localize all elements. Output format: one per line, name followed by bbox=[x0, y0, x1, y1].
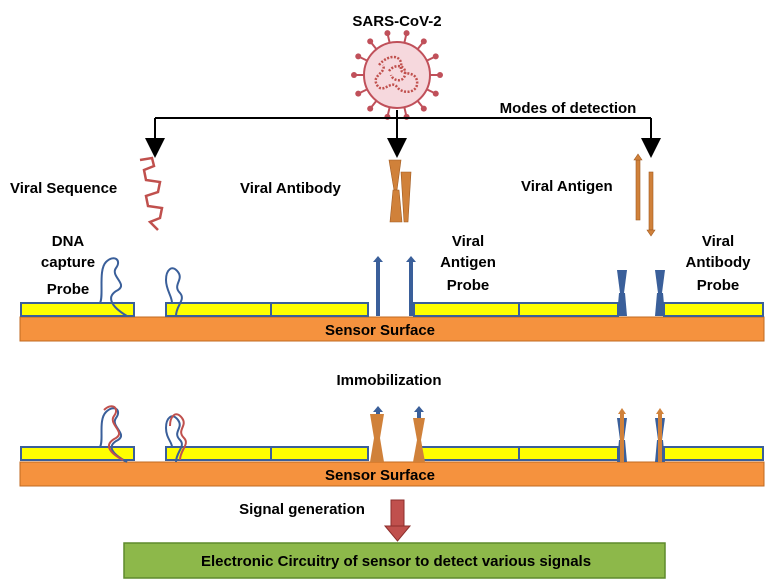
virus-spike-tip bbox=[367, 105, 374, 112]
svg-text:Probe: Probe bbox=[447, 277, 490, 294]
virus-spike-tip bbox=[437, 72, 443, 78]
virus-spike-tip bbox=[367, 38, 374, 45]
virus-icon bbox=[351, 30, 443, 120]
virus-title: SARS-CoV-2 bbox=[352, 13, 441, 30]
virus-spike-tip bbox=[403, 113, 410, 120]
viral-antibody-label: Viral Antibody bbox=[240, 180, 342, 197]
signal-arrow-icon bbox=[383, 499, 412, 542]
antibody-probe-label: Viral Antibody Probe bbox=[686, 233, 752, 294]
virus-spike-tip bbox=[355, 53, 362, 60]
sensor-surface-top-label: Sensor Surface bbox=[325, 322, 435, 339]
modes-heading: Modes of detection bbox=[500, 100, 637, 117]
svg-text:Probe: Probe bbox=[697, 277, 740, 294]
virus-spike-tip bbox=[384, 113, 391, 120]
viral-antigen-icon bbox=[633, 153, 656, 237]
dna-probe-icon bbox=[99, 257, 183, 317]
modes-connector bbox=[145, 110, 661, 158]
viral-antibody-icon bbox=[388, 159, 412, 223]
sensor-surface-bottom-label: Sensor Surface bbox=[325, 467, 435, 484]
sensor-surface-top bbox=[19, 316, 765, 342]
electrodes-bottom bbox=[20, 446, 764, 461]
virus-spike-tip bbox=[432, 90, 439, 97]
virus-spike-tip bbox=[420, 105, 427, 112]
virus-spike-tip bbox=[384, 30, 391, 37]
top-sensor: Sensor Surface bbox=[19, 256, 765, 342]
viral-antigen-label: Viral Antigen bbox=[521, 178, 613, 195]
viral-sequence-label: Viral Sequence bbox=[10, 180, 117, 197]
svg-text:Antibody: Antibody bbox=[686, 254, 752, 271]
antigen-probe-icon bbox=[373, 256, 416, 316]
captured-antigen-icon bbox=[617, 408, 665, 462]
antigen-probe-label: Viral Antigen Probe bbox=[440, 233, 496, 294]
svg-text:Viral: Viral bbox=[702, 233, 734, 250]
captured-antibody-icon bbox=[370, 406, 425, 462]
svg-text:Antigen: Antigen bbox=[440, 254, 496, 271]
dna-probe-label: DNA capture Probe bbox=[41, 233, 95, 298]
circuitry-box bbox=[123, 542, 666, 579]
viral-sequence-icon bbox=[139, 156, 164, 231]
svg-text:capture: capture bbox=[41, 254, 95, 271]
svg-text:Probe: Probe bbox=[47, 281, 90, 298]
bottom-sensor: Sensor Surface bbox=[19, 405, 765, 487]
virus-spike-tip bbox=[403, 30, 410, 37]
circuitry-label: Electronic Circuitry of sensor to detect… bbox=[201, 553, 591, 570]
signal-generation-label: Signal generation bbox=[239, 501, 365, 518]
virus-spike-tip bbox=[420, 38, 427, 45]
virus-spike-tip bbox=[432, 53, 439, 60]
svg-text:DNA: DNA bbox=[52, 233, 85, 250]
sensor-surface-bottom bbox=[19, 461, 765, 487]
immobilization-label: Immobilization bbox=[337, 372, 442, 389]
virus-spike-tip bbox=[351, 72, 357, 78]
hybridized-dna-icon bbox=[99, 405, 187, 463]
electrodes-top bbox=[20, 302, 764, 317]
antibody-probe-icon bbox=[617, 270, 665, 316]
svg-text:Viral: Viral bbox=[452, 233, 484, 250]
virus-spike-tip bbox=[355, 90, 362, 97]
